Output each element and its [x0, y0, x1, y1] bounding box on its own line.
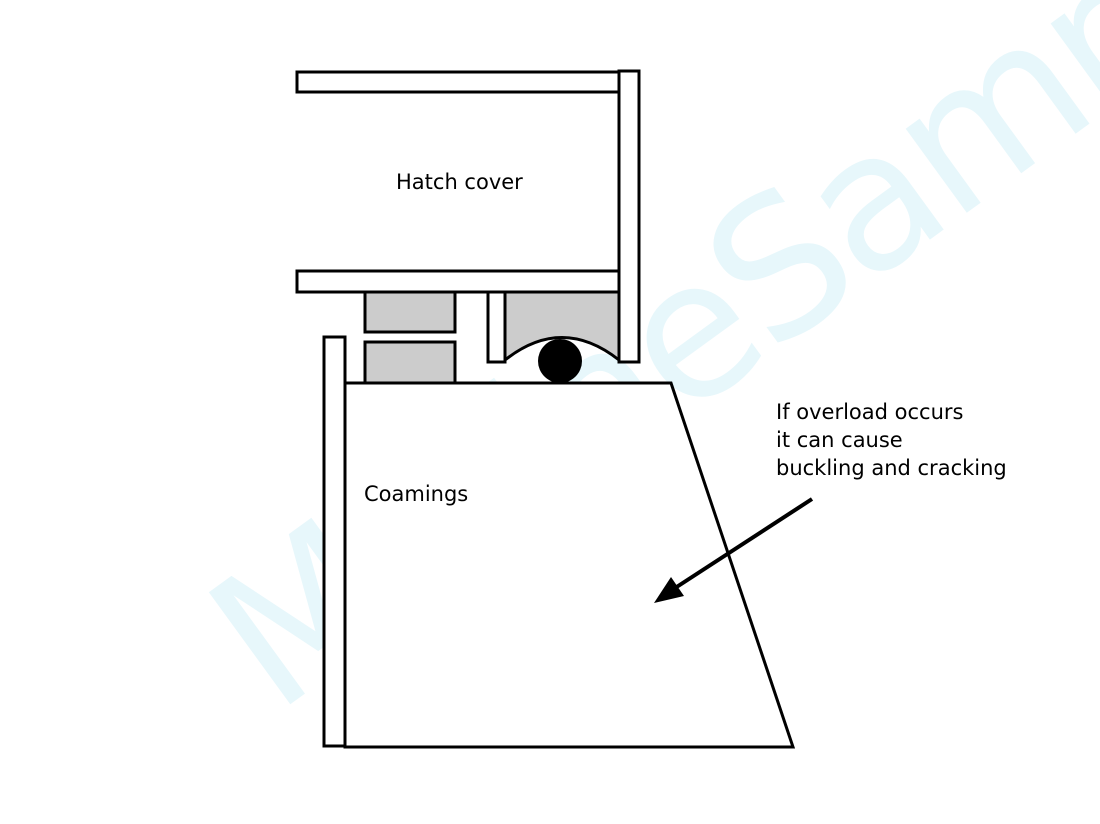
- arrow-shaft: [670, 497, 814, 592]
- packing-block-upper: [363, 290, 457, 334]
- hatch-cover-side-plate: [617, 69, 641, 364]
- overload-note-line-1: If overload occurs: [776, 400, 963, 424]
- hatch-cover-top-plate: [295, 70, 621, 94]
- gasket-channel: [503, 290, 621, 364]
- hatch-cover-structure: [295, 69, 641, 364]
- overload-note: If overload occurs it can cause buckling…: [776, 400, 1007, 480]
- compression-bar-icon: [538, 339, 582, 383]
- coaming-structure: [322, 335, 796, 749]
- arrow-head-icon: [654, 577, 684, 603]
- coamings-label: Coamings: [364, 482, 468, 506]
- packing-block-lower: [363, 340, 457, 385]
- coaming-side-plate: [322, 335, 347, 748]
- overload-arrow: [654, 497, 814, 603]
- packing-blocks: [363, 290, 621, 385]
- hatch-cover-bottom-plate: [295, 269, 621, 294]
- gasket-retainer-bar: [486, 290, 507, 364]
- overload-note-line-2: it can cause: [776, 428, 903, 452]
- overload-note-line-3: buckling and cracking: [776, 456, 1007, 480]
- hatch-cover-label: Hatch cover: [396, 170, 523, 194]
- coaming-body: [343, 381, 796, 749]
